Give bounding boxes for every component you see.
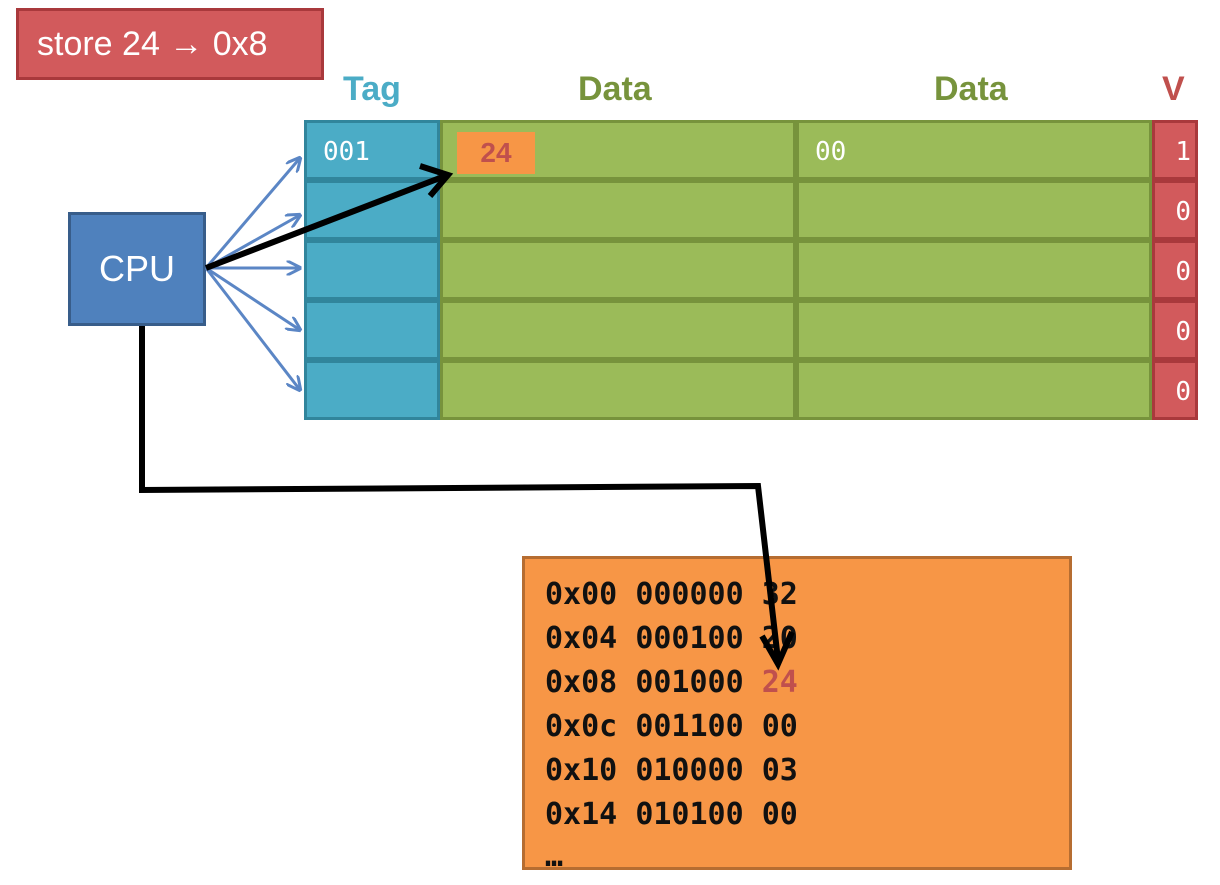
memory-ellipsis: … (545, 839, 564, 874)
valid-cell: 0 (1152, 180, 1198, 240)
memory-bits: 001000 (635, 665, 744, 700)
cpu-box: CPU (68, 212, 206, 326)
data-cell-1 (440, 240, 796, 300)
fanout-arrow (204, 267, 300, 390)
data-cell-2 (796, 180, 1152, 240)
valid-bit: 0 (1175, 257, 1191, 287)
tag-cell (304, 300, 440, 360)
data-cell-2 (796, 240, 1152, 300)
valid-bit: 0 (1175, 377, 1191, 407)
tag-value: 001 (323, 137, 370, 167)
memory-row: 0x0c 001100 00 (545, 709, 798, 744)
tag-header: Tag (343, 70, 401, 108)
data-cell-2 (796, 360, 1152, 420)
data-cell-1 (440, 180, 796, 240)
highlighted-data: 24 (457, 132, 535, 174)
valid-bit: 1 (1175, 137, 1191, 167)
memory-bits: 000100 (635, 621, 744, 656)
memory-value: 03 (761, 753, 798, 788)
tag-cell (304, 240, 440, 300)
data-header-2: Data (934, 70, 1008, 108)
memory-row: 0x14 010100 00 (545, 797, 798, 832)
data-cell-1 (440, 360, 796, 420)
memory-bits: 010000 (635, 753, 744, 788)
data-header-1: Data (578, 70, 652, 108)
memory-address: 0x00 (545, 577, 618, 612)
memory-row: 0x08 001000 24 (545, 665, 798, 700)
memory-bits: 000000 (635, 577, 744, 612)
valid-cell: 1 (1152, 120, 1198, 180)
memory-row: 0x04 000100 20 (545, 621, 798, 656)
valid-bit: 0 (1175, 197, 1191, 227)
tag-cell: 001 (304, 120, 440, 180)
valid-cell: 0 (1152, 240, 1198, 300)
data-cell-1: 24 (440, 120, 796, 180)
memory-address: 0x04 (545, 621, 618, 656)
instruction-text: store 24 → 0x8 (37, 24, 268, 63)
memory-address: 0x0c (545, 709, 618, 744)
memory-box: 0x00 000000 32 0x04 000100 20 0x08 00100… (522, 556, 1072, 874)
data-cell-2 (796, 300, 1152, 360)
instruction-label: store 24 → 0x8 (16, 8, 324, 80)
memory-value: 00 (761, 709, 798, 744)
valid-cell: 0 (1152, 360, 1198, 420)
memory-row: 0x00 000000 32 (545, 577, 798, 612)
fanout-arrow (204, 158, 300, 269)
valid-header: V (1162, 70, 1185, 108)
memory-value: 20 (761, 621, 798, 656)
memory-bits: 001100 (635, 709, 744, 744)
data-cell-1 (440, 300, 796, 360)
memory-address: 0x10 (545, 753, 618, 788)
fanout-arrows (204, 158, 300, 390)
fanout-arrow (205, 266, 300, 330)
memory-value: 32 (761, 577, 798, 612)
memory-address: 0x14 (545, 797, 618, 832)
memory-value: 00 (761, 797, 798, 832)
data-value-2: 00 (815, 137, 847, 167)
cpu-label: CPU (98, 248, 175, 289)
memory-address: 0x08 (545, 665, 618, 700)
data-cell-2: 00 (796, 120, 1152, 180)
memory-value-highlighted: 24 (761, 665, 798, 700)
tag-cell (304, 360, 440, 420)
valid-cell: 0 (1152, 300, 1198, 360)
memory-row: 0x10 010000 03 (545, 753, 798, 788)
memory-bits: 010100 (635, 797, 744, 832)
valid-bit: 0 (1175, 317, 1191, 347)
tag-cell (304, 180, 440, 240)
fanout-arrow (205, 215, 300, 270)
